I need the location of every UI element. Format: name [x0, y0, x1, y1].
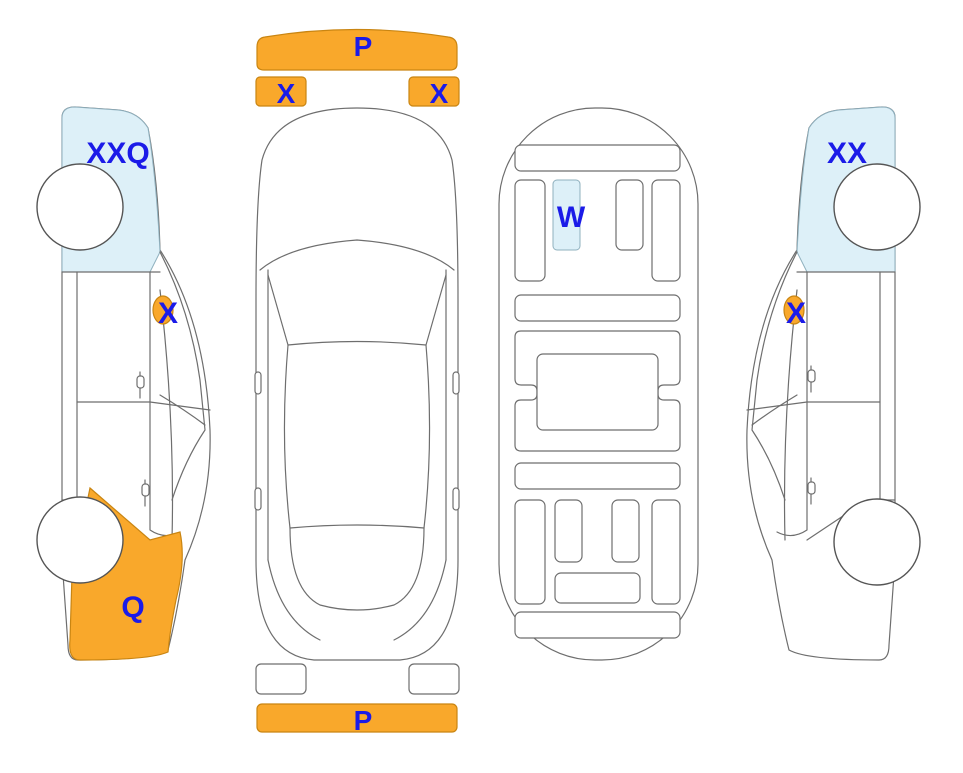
underbody-mid-crossmember — [514, 294, 681, 322]
left-rear-wheel — [36, 163, 124, 251]
right-rear-quarter-label: XX — [827, 137, 867, 170]
left-window-line — [159, 251, 206, 501]
left-side-view: XXQ X Q — [36, 106, 211, 661]
left-door-line-c — [159, 394, 206, 426]
underbody-front-crossmember-lower — [514, 611, 681, 639]
top-hood-right — [393, 559, 447, 641]
right-door-handle-front — [807, 477, 816, 505]
underbody-front-crossmember — [514, 462, 681, 490]
underbody-panel-label: W — [557, 201, 586, 234]
top-headlight-left — [255, 663, 307, 695]
underbody-rear-crossmember — [514, 144, 681, 172]
top-mirror-right — [452, 371, 460, 395]
underbody-rear-left-rail — [514, 179, 546, 282]
right-door-line-c — [751, 394, 798, 426]
top-rear-pillar-right — [425, 274, 447, 346]
right-front-wheel — [833, 498, 921, 586]
right-side-view: XX X — [746, 106, 921, 661]
right-door-line-b — [746, 401, 881, 411]
top-roof-right — [423, 344, 431, 529]
underbody-front-left-rail — [514, 499, 546, 605]
right-handle-marker-label: X — [786, 297, 806, 330]
left-front-fender-label: Q — [121, 591, 144, 624]
underbody-front-right-cutout — [611, 499, 640, 563]
underbody-view: W — [498, 107, 699, 661]
left-handle-marker-shape — [152, 295, 174, 325]
top-rear-light-right — [408, 76, 460, 107]
left-door-handle-front — [141, 479, 150, 507]
right-handle-marker-shape — [783, 295, 805, 325]
top-roof-left — [283, 344, 291, 529]
underbody-front-left-cutout — [554, 499, 583, 563]
left-rear-quarter-label: XXQ — [86, 137, 149, 170]
top-windshield — [289, 527, 425, 611]
top-door-handle-left — [254, 487, 262, 511]
top-door-handle-right — [452, 487, 460, 511]
right-rear-wheel — [833, 163, 921, 251]
top-rear-light-left-label: X — [277, 78, 296, 109]
left-door-handle-rear — [136, 371, 145, 399]
top-rear-bumper-label: P — [354, 31, 373, 62]
right-window-line — [751, 251, 798, 501]
left-door-line-b — [76, 401, 211, 411]
left-handle-marker-label: X — [158, 297, 178, 330]
top-headlight-right — [408, 663, 460, 695]
underbody-front-plate — [554, 572, 641, 604]
right-door-handle-rear — [807, 365, 816, 393]
right-pillar-line — [776, 271, 808, 537]
underbody-front-right-rail — [651, 499, 681, 605]
top-front-bumper-label: P — [354, 705, 373, 736]
top-roof-rear — [287, 340, 427, 346]
top-rear-pillar-left — [267, 274, 289, 346]
top-body-outline — [255, 107, 459, 661]
underbody-rear-right-cutout — [615, 179, 644, 251]
top-rear-light-left — [255, 76, 307, 107]
top-mirror-left — [254, 371, 262, 395]
top-hood-left — [267, 559, 321, 641]
top-roof-front — [289, 524, 425, 529]
underbody-rear-right-rail — [651, 179, 681, 282]
top-rear-bumper — [256, 28, 458, 71]
top-view: P X X P — [254, 28, 460, 736]
underbody-center-plate — [536, 353, 659, 431]
top-front-bumper — [256, 703, 458, 733]
underbody-marked-panel — [552, 179, 581, 251]
top-rear-window — [259, 239, 455, 271]
top-rear-light-right-label: X — [430, 78, 449, 109]
left-front-wheel — [36, 496, 124, 584]
